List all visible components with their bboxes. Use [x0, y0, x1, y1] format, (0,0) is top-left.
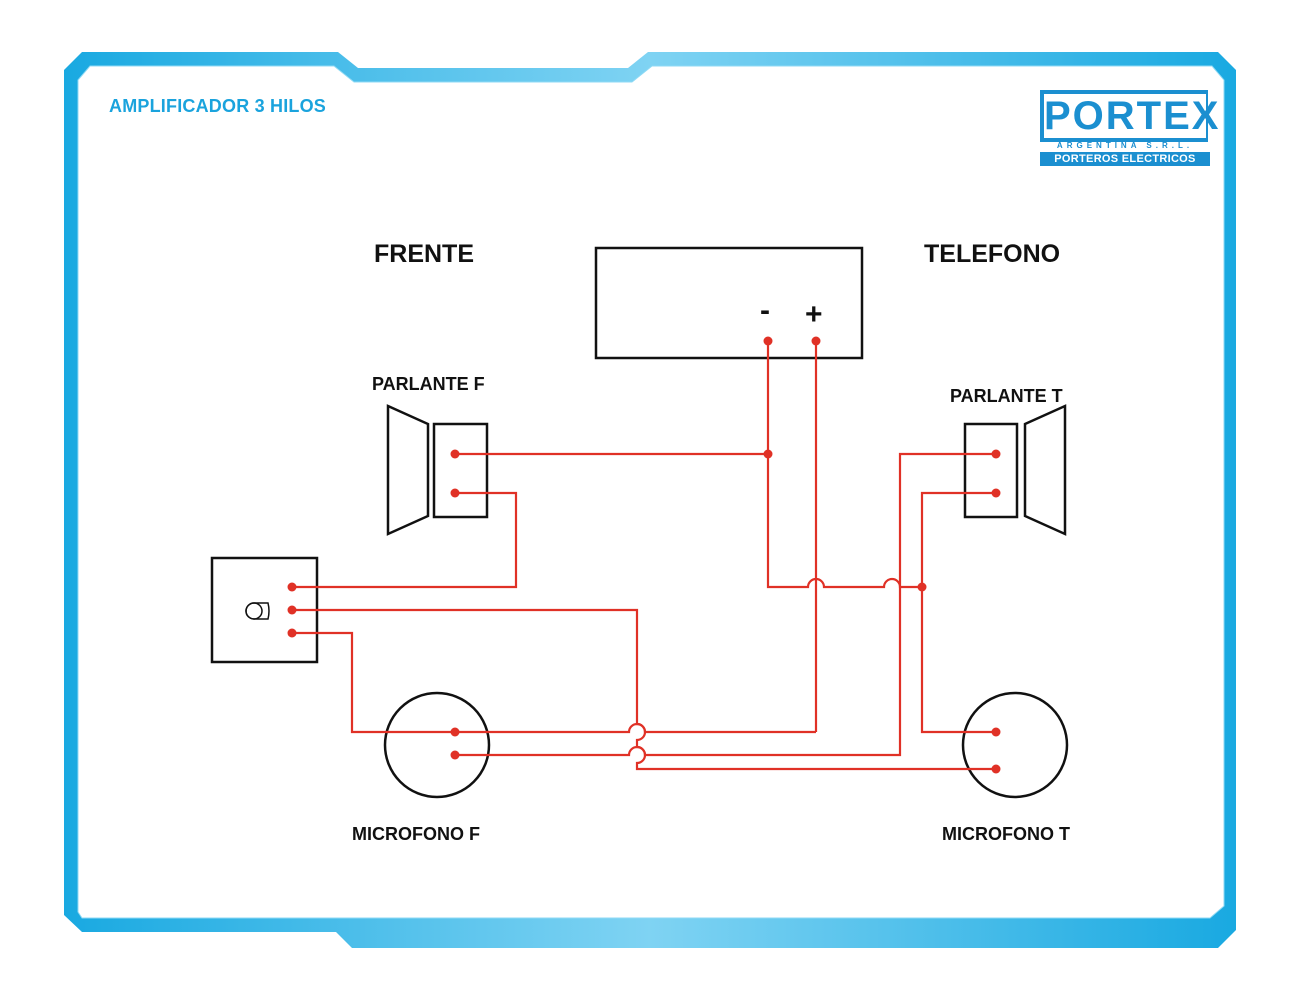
terminal-speaker-phone-2	[991, 488, 1001, 498]
wire-mic-front-speaker-phone	[455, 452, 996, 757]
terminal-speaker-front-2	[450, 488, 460, 498]
label-minus: -	[760, 294, 770, 327]
page-title: AMPLIFICADOR 3 HILOS	[109, 96, 327, 116]
microphone-phone-icon	[961, 691, 1069, 799]
terminal-speaker-phone-1	[991, 449, 1001, 459]
outer-frame	[64, 52, 1236, 948]
terminal-plus	[811, 336, 821, 346]
logo-box: PORTEX	[1040, 90, 1221, 142]
terminal-mic-phone-1	[991, 727, 1001, 737]
label-microfono-t: MICROFONO T	[942, 824, 1070, 844]
label-plus: +	[805, 298, 823, 331]
label-frente: FRENTE	[374, 240, 474, 268]
label-microfono-f: MICROFONO F	[352, 824, 480, 844]
frame-inner	[77, 65, 1225, 919]
microphone-front-icon	[383, 691, 491, 799]
speaker-phone-icon	[963, 404, 1067, 536]
wire-speaker-phone-mic-phone	[920, 491, 996, 734]
terminal-button-1	[287, 582, 297, 592]
label-parlante-f: PARLANTE F	[372, 374, 485, 394]
terminal-button-2	[287, 605, 297, 615]
terminal-minus	[763, 336, 773, 346]
terminal-button-3	[287, 628, 297, 638]
terminal-speaker-front-1	[450, 449, 460, 459]
label-parlante-t: PARLANTE T	[950, 386, 1063, 406]
speaker-front-icon	[386, 404, 489, 536]
logo-subtitle: ARGENTINA S.R.L.	[1056, 141, 1194, 150]
junction-minus	[763, 449, 773, 459]
label-telefono: TELEFONO	[924, 240, 1061, 268]
wire-minus	[766, 341, 922, 589]
portex-logo: PORTEX ARGENTINA S.R.L. PORTEROS ELECTRI…	[1040, 90, 1221, 166]
logo-word: PORTEX	[1044, 94, 1221, 138]
terminal-mic-front-1	[450, 727, 460, 737]
terminal-mic-front-2	[450, 750, 460, 760]
logo-tagline: PORTEROS ELECTRICOS	[1040, 152, 1210, 166]
junction-phone	[917, 582, 927, 592]
wire-speaker-front-button	[292, 491, 518, 589]
power-supply-box	[594, 246, 864, 360]
terminals	[287, 336, 1001, 774]
terminal-mic-phone-2	[991, 764, 1001, 774]
